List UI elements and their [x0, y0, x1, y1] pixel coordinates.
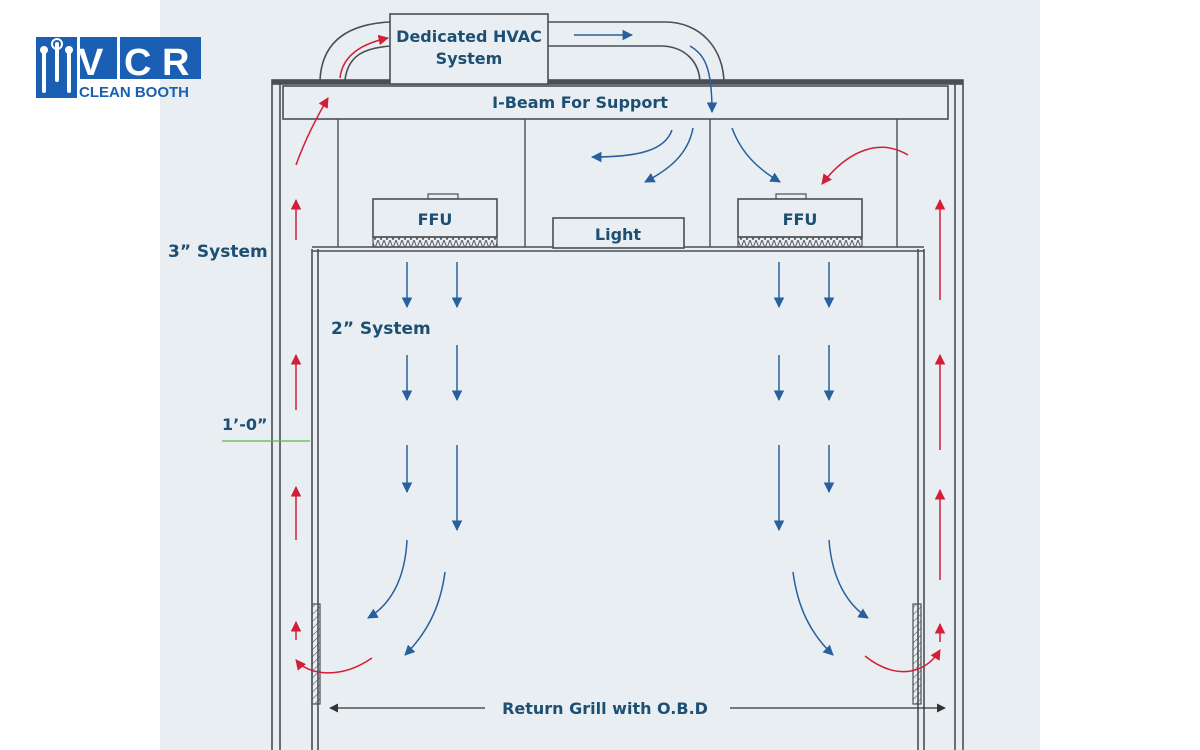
- hvac-label-line1: Dedicated HVAC: [396, 27, 542, 46]
- return-grill-left: [311, 603, 321, 705]
- logo-tools-icon: [40, 38, 73, 93]
- downflow-arrow: [404, 571, 446, 656]
- logo-tile-c: [80, 37, 117, 79]
- supply-duct-outer: [548, 21, 725, 85]
- supply-arrow: [590, 129, 673, 163]
- supply-arrow: [731, 127, 781, 183]
- airflow-arrows: [290, 29, 946, 674]
- ffu-right-label: FFU: [783, 210, 818, 229]
- return-arrow: [295, 657, 373, 674]
- ibeam: [282, 85, 949, 120]
- return-grill-label: Return Grill with O.B.D: [502, 699, 708, 718]
- supply-arrow: [689, 45, 718, 114]
- system-2in-label: 2” System: [331, 319, 431, 339]
- return-arrow: [821, 146, 909, 185]
- roof-line: [271, 79, 964, 85]
- return-arrow: [295, 97, 329, 166]
- ffu-right-filter: [737, 236, 863, 248]
- ffu-right: [737, 198, 863, 238]
- light-label: Light: [595, 225, 642, 244]
- logo-letter-v: V: [78, 42, 104, 84]
- logo-letter-r: R: [162, 42, 189, 84]
- supply-arrow: [644, 127, 694, 183]
- return-duct-outer: [319, 21, 391, 81]
- system-3in-label: 3” System: [168, 242, 268, 262]
- return-duct-inner: [344, 45, 391, 81]
- return-grill-right: [912, 603, 922, 705]
- dimension-label: 1’-0”: [222, 415, 268, 434]
- return-arrow: [864, 649, 941, 673]
- return-arrow: [339, 34, 390, 79]
- supply-duct-inner: [548, 45, 701, 85]
- ffu-left: [372, 198, 498, 238]
- hvac-ducts: [319, 21, 725, 85]
- diagram-background: [160, 0, 1040, 750]
- light-fixture: [552, 217, 685, 249]
- ffu-left-label: FFU: [418, 210, 453, 229]
- logo-subtitle: CLEAN BOOTH: [79, 84, 189, 101]
- hvac-label-line2: System: [436, 49, 503, 68]
- outer-walls: [271, 79, 964, 750]
- downflow-arrow: [792, 571, 834, 656]
- logo-letter-c: C: [124, 42, 151, 84]
- ffu-left-filter: [372, 236, 498, 248]
- hvac-unit: [389, 13, 549, 85]
- logo-tile-r: [120, 37, 201, 79]
- downflow-arrow: [367, 539, 408, 619]
- vcr-logo: V C R CLEAN BOOTH: [36, 37, 201, 101]
- downflow-arrow: [828, 539, 869, 619]
- ibeam-label: I-Beam For Support: [492, 93, 668, 112]
- hanger-rods: [337, 119, 898, 247]
